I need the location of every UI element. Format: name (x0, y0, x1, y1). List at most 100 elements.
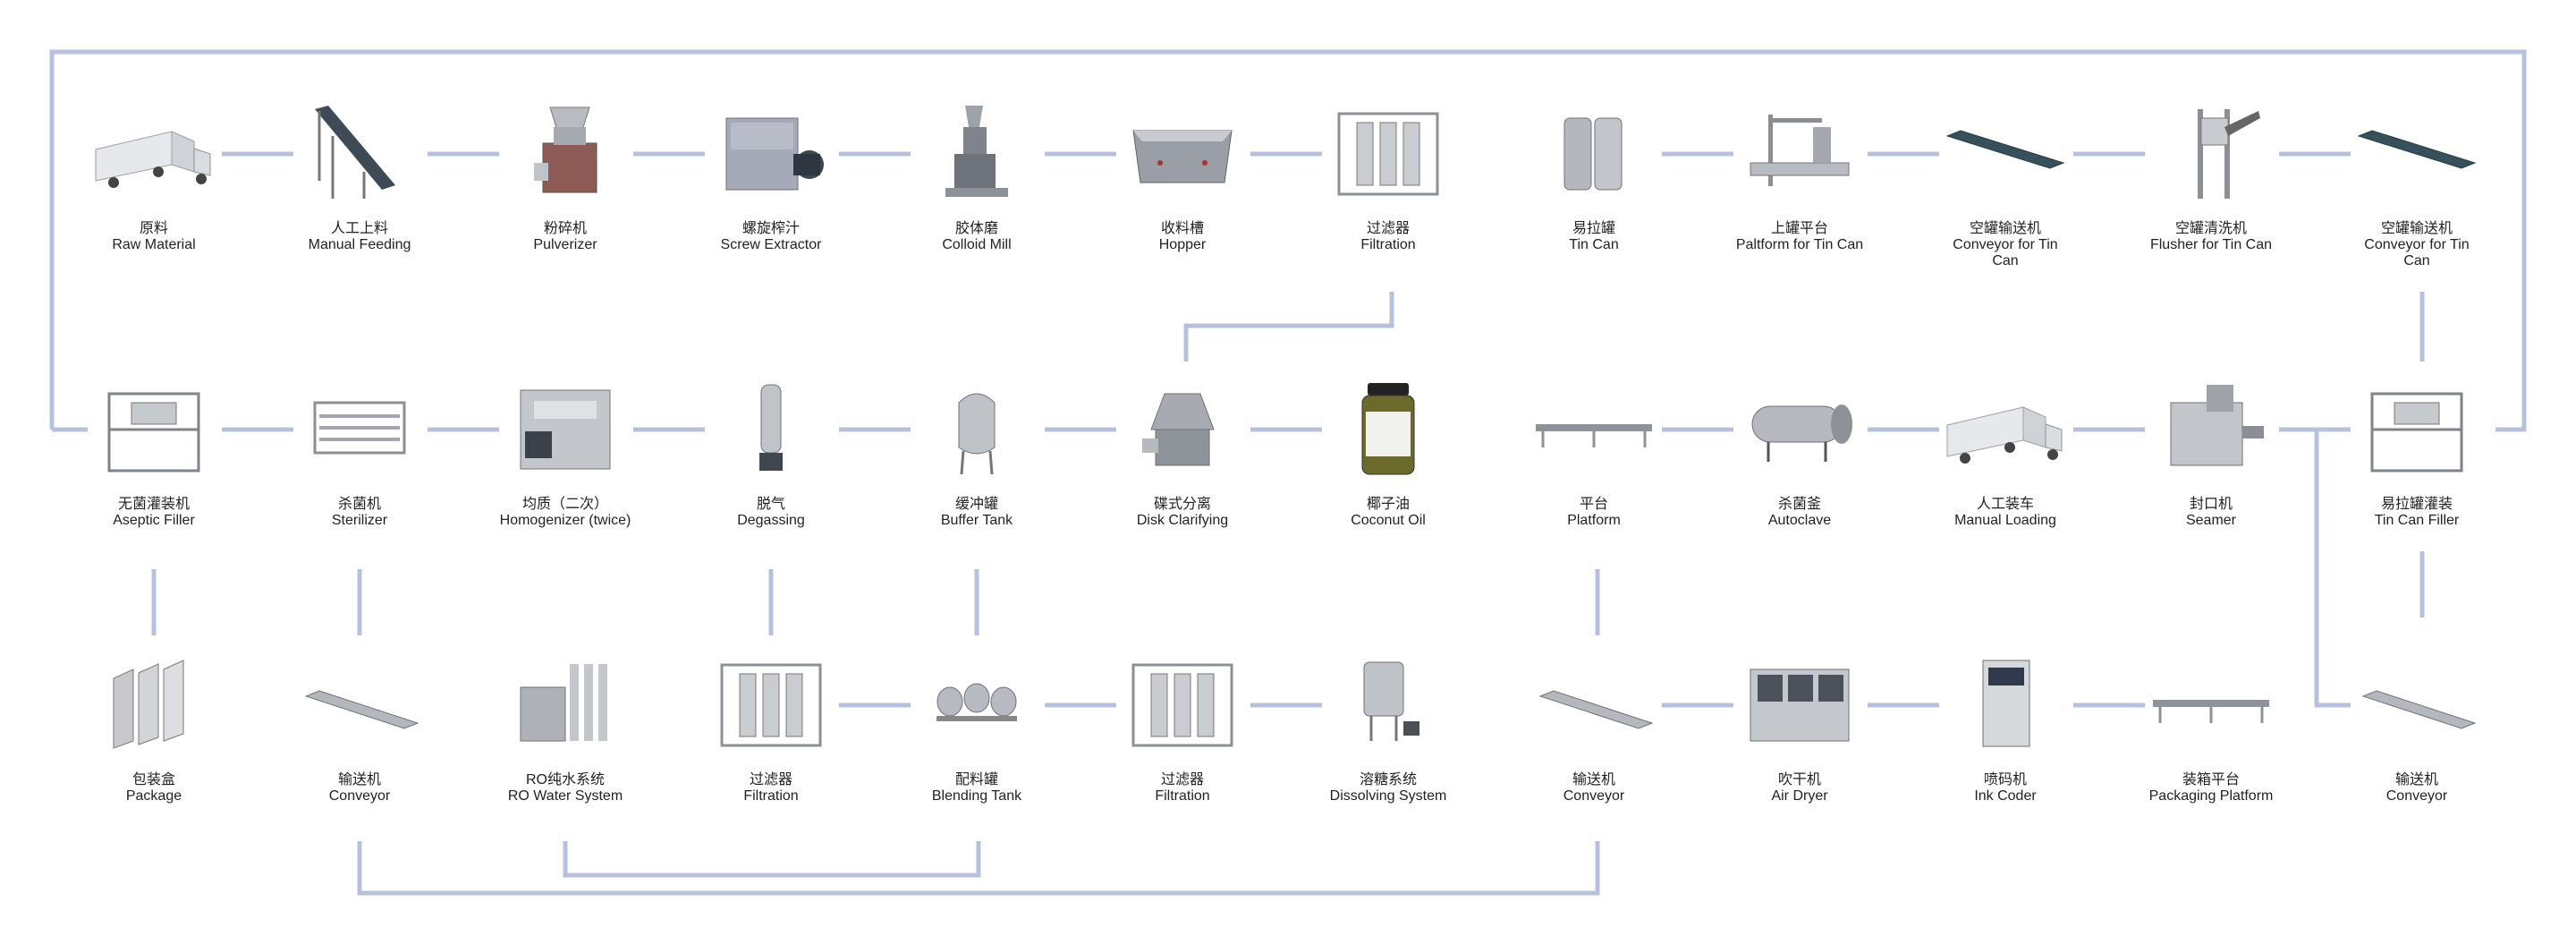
node-disk-clarifying: 碟式分离 Disk Clarifying (1080, 374, 1285, 571)
node-label-cn: 上罐平台 (1770, 221, 1828, 236)
node-label-en: Paltform for Tin Can (1735, 237, 1864, 252)
node-label-cn: 过滤器 (1160, 772, 1204, 788)
node-label-en: Colloid Mill (942, 237, 1012, 252)
node-label-cn: 装箱平台 (2182, 772, 2240, 788)
node-label-cn: RO纯水系统 (525, 772, 605, 788)
air-dryer-icon (1728, 650, 1871, 757)
filler-frame-icon (82, 374, 225, 481)
node-raw-material: 原料 Raw Material (51, 98, 257, 295)
node-label-cn: 配料罐 (954, 772, 998, 788)
screw-extractor-icon (699, 98, 843, 206)
node-label-en: Manual Feeding (308, 237, 411, 252)
flat-conveyor-icon (2345, 98, 2488, 206)
node-dissolving: 溶糖系统 Dissolving System (1285, 650, 1491, 847)
node-manual-feeding: 人工上料 Manual Feeding (257, 98, 462, 295)
node-manual-loading: 人工装车 Manual Loading (1902, 374, 2108, 571)
node-platform: 平台 Platform (1491, 374, 1697, 571)
node-label-cn: 空罐输送机 (1969, 221, 2041, 236)
node-packaging-platform: 装箱平台 Packaging Platform (2108, 650, 2314, 847)
node-label-cn: 输送机 (2394, 772, 2438, 788)
node-label-cn: 螺旋榨汁 (741, 221, 800, 236)
degassing-icon (699, 374, 843, 481)
node-label-en: Buffer Tank (940, 513, 1013, 528)
node-label-en: Package (125, 788, 182, 804)
carton-icon (82, 650, 225, 757)
connector-outer-loop (49, 49, 2527, 432)
node-label-en: Blending Tank (931, 788, 1022, 804)
node-label-cn: 易拉罐灌装 (2380, 497, 2453, 512)
node-conveyor-tin-can-1: 空罐输送机 Conveyor for Tin Can (1902, 98, 2108, 295)
node-screw-extractor: 螺旋榨汁 Screw Extractor (668, 98, 874, 295)
seamer-icon (2140, 374, 2283, 481)
node-label-cn: 封口机 (2189, 497, 2233, 512)
node-hopper: 收料槽 Hopper (1080, 98, 1285, 295)
node-label-en: Air Dryer (1771, 788, 1828, 804)
node-label-cn: 脱气 (756, 497, 785, 512)
node-label-cn: 碟式分离 (1153, 497, 1211, 512)
flusher-icon (2140, 98, 2283, 206)
node-label-cn: 杀菌釜 (1777, 497, 1821, 512)
dissolving-tank-icon (1317, 650, 1460, 757)
roller-conveyor-icon (288, 650, 431, 757)
disk-separator-icon (1111, 374, 1254, 481)
node-label-cn: 吹干机 (1777, 772, 1821, 788)
node-label-cn: 过滤器 (1366, 221, 1410, 236)
node-label-cn: 溶糖系统 (1359, 772, 1417, 788)
colloid-mill-icon (905, 98, 1048, 206)
node-label-en: Platform (1567, 513, 1621, 528)
node-label-cn: 无菌灌装机 (117, 497, 190, 512)
node-conveyor-tin-can-2: 空罐输送机 Conveyor for Tin Can (2314, 98, 2520, 295)
connector (1183, 292, 1394, 362)
node-pulverizer: 粉碎机 Pulverizer (462, 98, 668, 295)
node-label-en: Conveyor (2385, 788, 2448, 804)
node-homogenizer: 均质（二次） Homogenizer (twice) (462, 374, 668, 571)
node-label-cn: 胶体磨 (954, 221, 998, 236)
truck-icon (1934, 374, 2077, 481)
node-package: 包装盒 Package (51, 650, 257, 847)
node-label-en: Conveyor (1563, 788, 1625, 804)
node-label-cn: 人工上料 (330, 221, 388, 236)
sterilizer-icon (288, 374, 431, 481)
filter-frame-icon (1317, 98, 1460, 206)
node-platform-tin-can: 上罐平台 Paltform for Tin Can (1697, 98, 1902, 295)
node-blending-tank: 配料罐 Blending Tank (874, 650, 1080, 847)
node-label-en: Conveyor for Tin Can (1953, 237, 2058, 268)
filter-frame-icon (699, 650, 843, 757)
node-label-en: Conveyor (328, 788, 391, 804)
node-tin-can-filler: 易拉罐灌装 Tin Can Filler (2314, 374, 2520, 571)
node-label-en: Seamer (2185, 513, 2237, 528)
node-label-cn: 收料槽 (1160, 221, 1204, 236)
connector (563, 841, 981, 878)
node-label-en: Filtration (1360, 237, 1416, 252)
node-label-cn: 过滤器 (749, 772, 792, 788)
node-sterilizer: 杀菌机 Sterilizer (257, 374, 462, 571)
node-aseptic-filler: 无菌灌装机 Aseptic Filler (51, 374, 257, 571)
node-label-cn: 人工装车 (1976, 497, 2034, 512)
node-label-en: Disk Clarifying (1136, 513, 1229, 528)
node-filtration-1: 过滤器 Filtration (1285, 98, 1491, 295)
pulverizer-icon (494, 98, 637, 206)
node-degassing: 脱气 Degassing (668, 374, 874, 571)
node-conveyor-1: 输送机 Conveyor (257, 650, 462, 847)
node-label-en: Hopper (1158, 237, 1207, 252)
node-air-dryer: 吹干机 Air Dryer (1697, 650, 1902, 847)
node-label-cn: 原料 (139, 221, 168, 236)
can-platform-icon (1728, 98, 1871, 206)
truck-icon (82, 98, 225, 206)
node-label-cn: 喷码机 (1983, 772, 2027, 788)
autoclave-icon (1728, 374, 1871, 481)
homogenizer-icon (494, 374, 637, 481)
filter-frame-icon (1111, 650, 1254, 757)
node-label-en: Tin Can Filler (2374, 513, 2460, 528)
tin-can-icon (1522, 98, 1665, 206)
node-buffer-tank: 缓冲罐 Buffer Tank (874, 374, 1080, 571)
node-label-en: Filtration (1155, 788, 1210, 804)
node-label-cn: 缓冲罐 (954, 497, 998, 512)
node-label-cn: 椰子油 (1366, 497, 1410, 512)
node-label-en: Ink Coder (1974, 788, 2037, 804)
node-label-en: Aseptic Filler (113, 513, 195, 528)
node-label-en: Raw Material (112, 237, 196, 252)
node-tin-can: 易拉罐 Tin Can (1491, 98, 1697, 295)
